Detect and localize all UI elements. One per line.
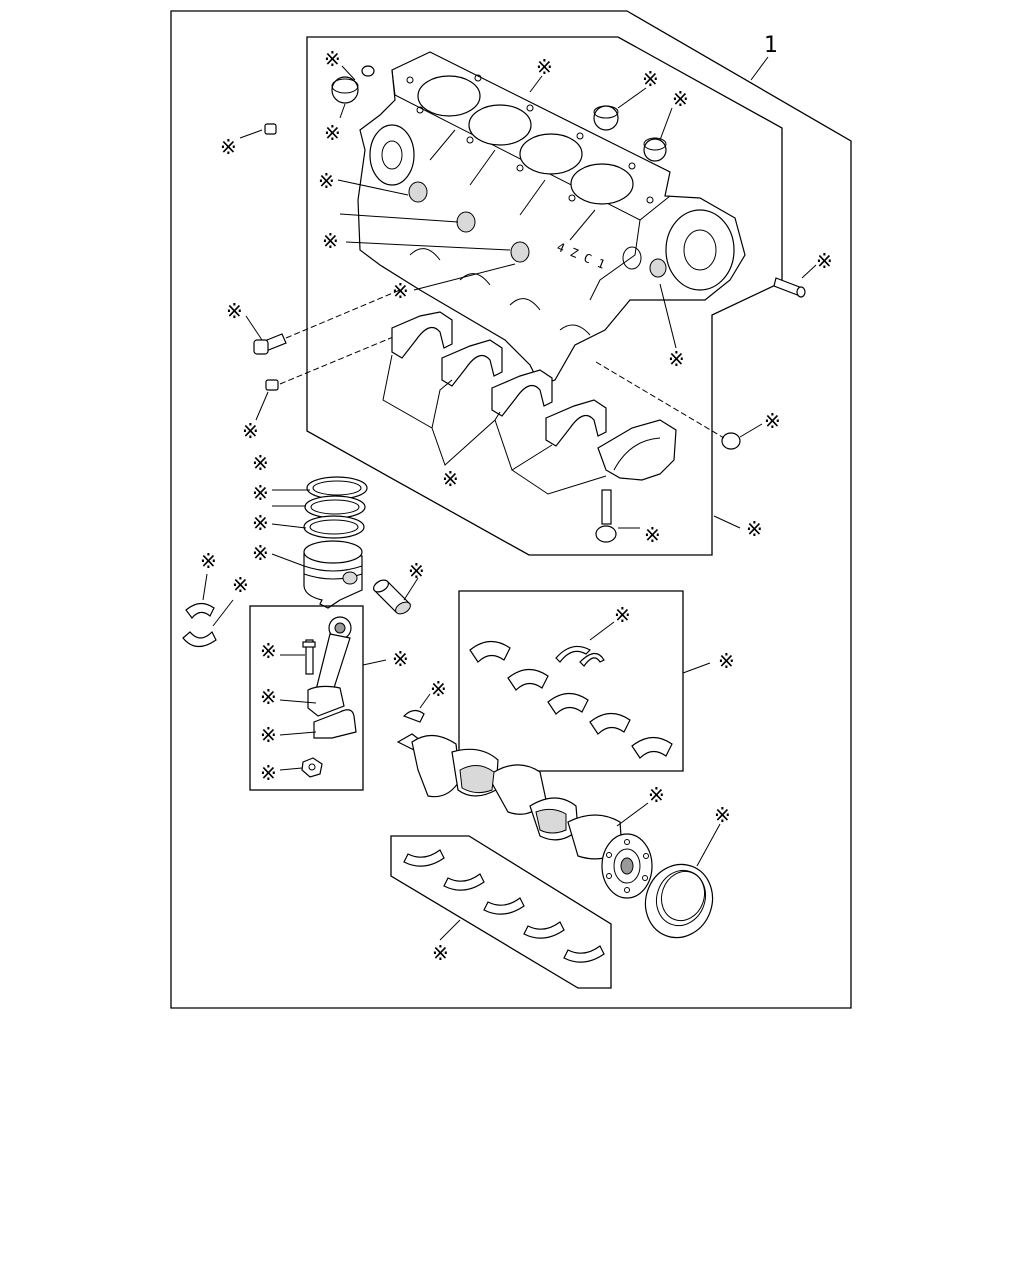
assembly-ref-number: 1 [764,33,778,58]
expansion-plug-right [643,137,667,162]
lower-main-bearings-frame [390,835,612,989]
lower-bearing-shell-2 [443,873,485,891]
leader-lines [239,65,817,567]
bearing-cap-bolt [595,489,617,543]
marker: ※ [232,573,249,597]
conrod-bearing-shells [182,602,217,648]
upper-bearing-shell-4 [589,712,631,735]
main-bolt-left [253,333,287,355]
thrust-washer-halves [555,645,605,667]
marker: ※ [392,279,409,303]
upper-bearing-shell-3 [547,692,589,715]
connecting-rod [307,616,352,717]
plug-bolt-left [265,379,279,391]
conrod-bolt [302,639,316,675]
woodruff-key [402,709,425,723]
cylinder-bore-2 [468,104,532,146]
main-bearing-cap-2 [441,339,503,387]
small-plug-left [264,123,277,135]
marker: ※ [252,451,269,475]
marker: ※ [260,639,277,663]
outer-frame [170,10,852,1009]
main-bearing-cap-3 [491,369,553,417]
marker: ※ [260,761,277,785]
marker: ※ [746,517,763,541]
marker: ※ [242,419,259,443]
upper-main-bearings-frame [458,590,684,772]
piston [303,540,363,609]
piston-pin [373,579,411,615]
part-markers: ※ ※ ※ ※ ※ ※ ※ ※ ※ ※ ※ ※ ※ ※ ※ ※ ※ ※ ※ ※ … [200,47,833,965]
marker: ※ [816,249,833,273]
marker: ※ [432,941,449,965]
marker: ※ [718,649,735,673]
marker: ※ [324,121,341,145]
upper-bearing-shell-2 [507,668,549,691]
piston-rings [303,476,368,539]
marker: ※ [764,409,781,433]
marker: ※ [200,549,217,573]
cylinder-bore-4 [570,163,634,205]
marker: ※ [324,47,341,71]
marker: ※ [536,55,553,79]
crankshaft [396,733,653,899]
marker: ※ [644,523,661,547]
expansion-plug-top-left [331,65,375,104]
marker: ※ [668,347,685,371]
marker: ※ [642,67,659,91]
marker: ※ [260,723,277,747]
cylinder-bore-1 [417,75,481,117]
cylinder-bore-3 [519,133,583,175]
marker: ※ [714,803,731,827]
marker: ※ [442,467,459,491]
marker: ※ [252,511,269,535]
marker: ※ [430,677,447,701]
main-bearing-cap-5-thrust [597,419,677,481]
marker: ※ [252,541,269,565]
rear-oil-seal [644,863,714,939]
marker: ※ [408,559,425,583]
lower-bearing-shell-3 [483,897,525,915]
marker: ※ [220,135,237,159]
conrod-nut [301,757,323,778]
marker: ※ [318,169,335,193]
conrod-frame [249,605,364,791]
marker: ※ [260,685,277,709]
rear-plug [721,432,741,450]
marker: ※ [648,783,665,807]
upper-bearing-shell-1 [469,640,511,663]
main-bearing-cap-4 [545,399,607,447]
marker: ※ [322,229,339,253]
lower-bearing-shell-4 [523,921,565,939]
lower-bearing-shell-1 [403,849,445,867]
marker: ※ [614,603,631,627]
cylinder-block: 4 Z C 1 [357,51,746,386]
expansion-plug-top-right [593,105,619,131]
block-kit-frame [306,36,783,556]
conrod-cap [313,709,357,739]
lower-bearing-shell-5 [563,945,605,963]
dowel-pin [773,277,806,298]
marker: ※ [672,87,689,111]
marker: ※ [252,481,269,505]
upper-bearing-shell-5 [631,736,673,759]
marker: ※ [392,647,409,671]
marker: ※ [226,299,243,323]
main-bearing-cap-1 [391,311,453,359]
